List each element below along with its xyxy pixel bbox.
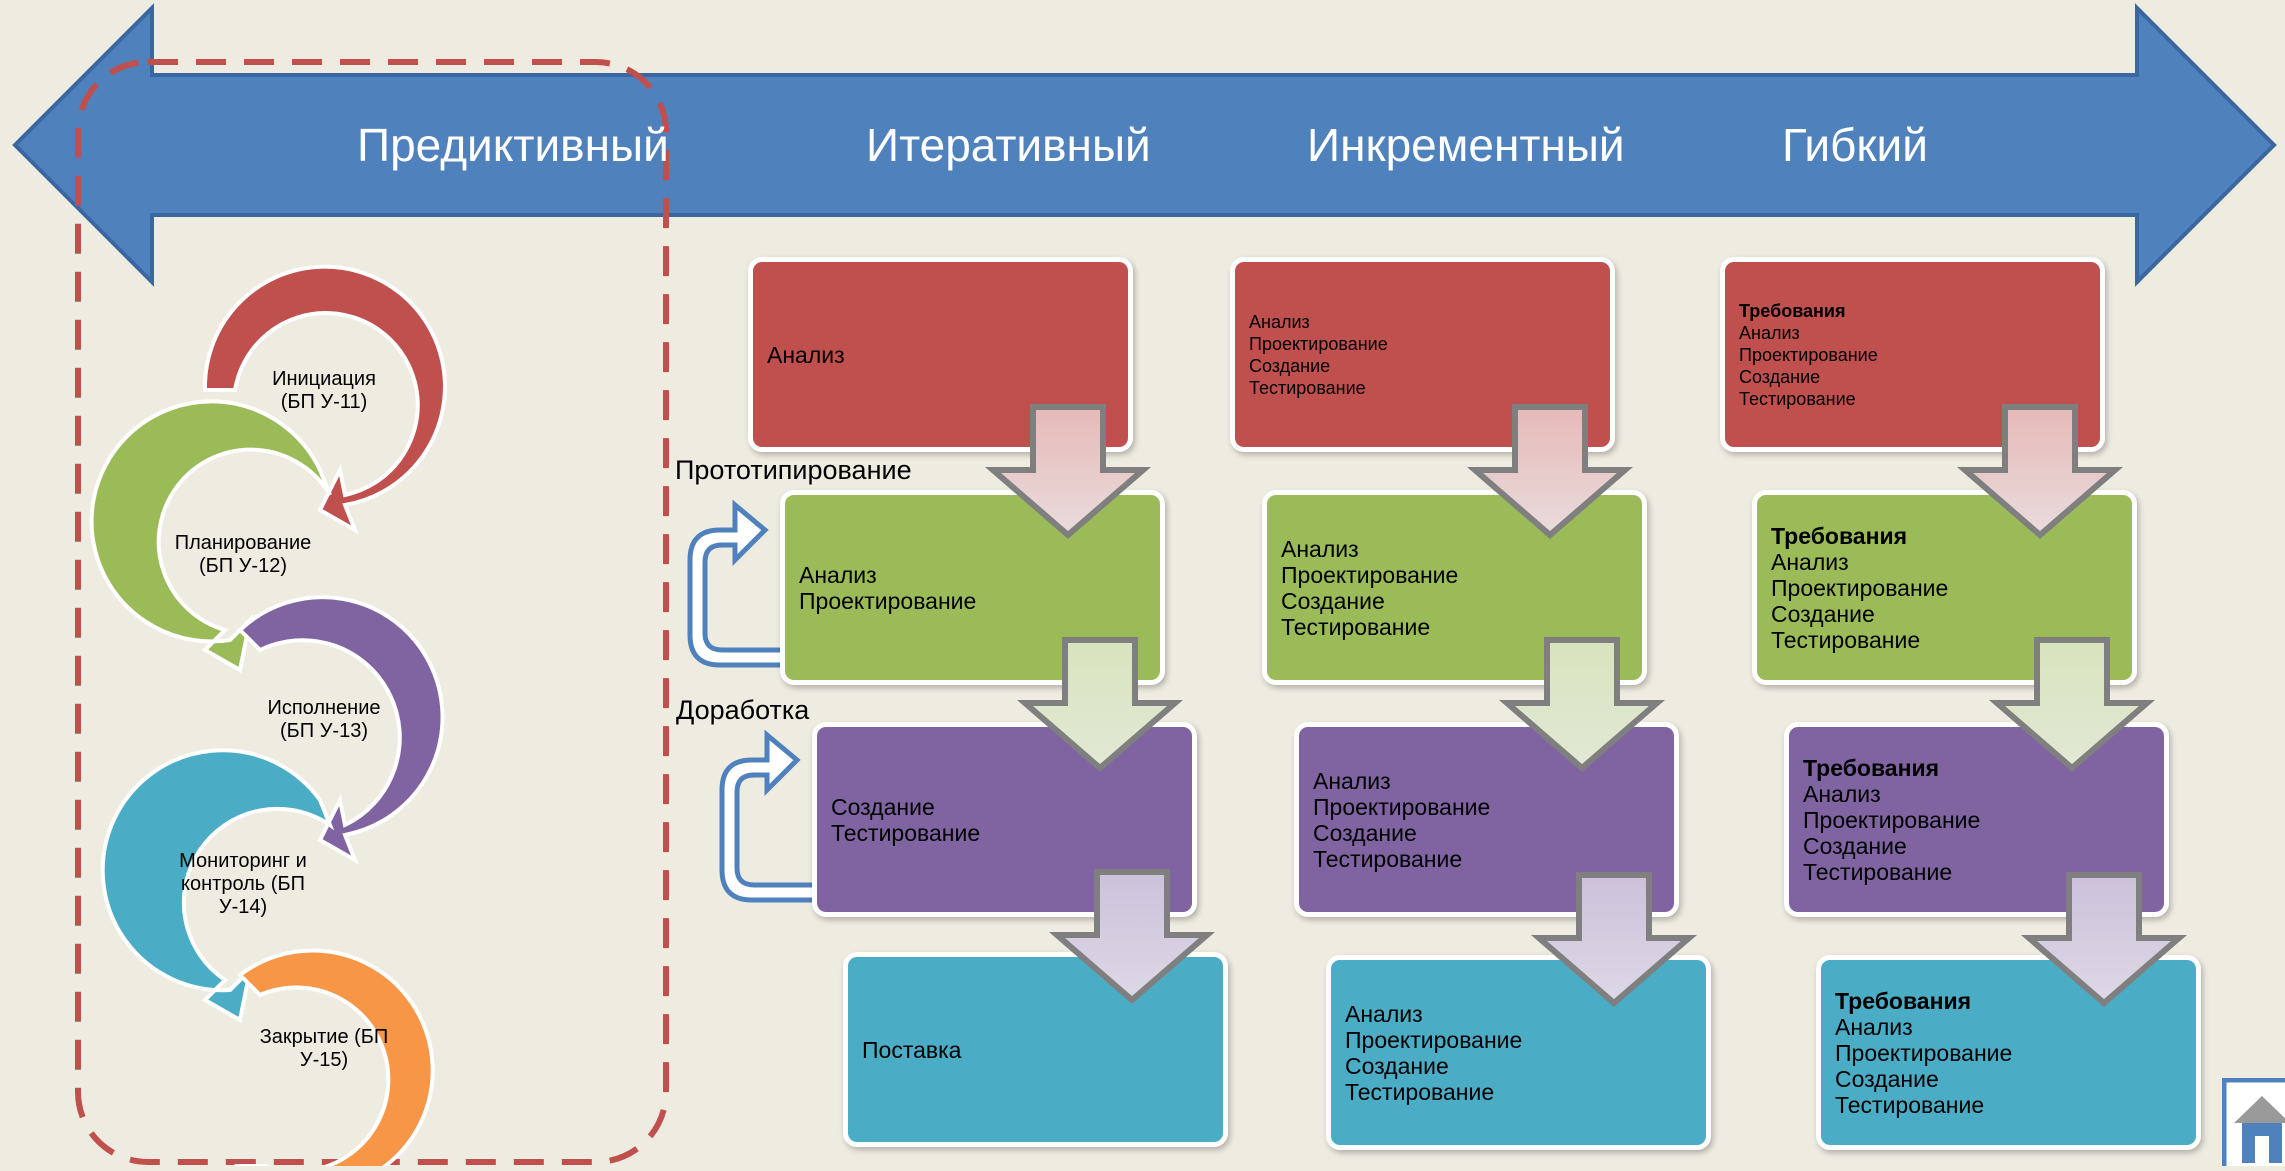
agile-1-build: Создание	[1739, 366, 1821, 387]
incremental-4-design: Проектирование	[1345, 1026, 1523, 1053]
agile-4-test: Тестирование	[1835, 1091, 1985, 1118]
iterative-design-box: Анализ Проектирование	[780, 490, 1165, 685]
agile-2-analysis: Анализ	[1771, 548, 1849, 575]
incremental-1-analysis: Анализ	[1249, 311, 1310, 332]
agile-4-analysis: Анализ	[1835, 1013, 1913, 1040]
agile-1-requirements: Требования	[1739, 300, 1846, 321]
incremental-3-build: Создание	[1313, 819, 1417, 846]
agile-3-design: Проектирование	[1803, 806, 1981, 833]
cycle-closing-label: Закрытие (БП У-15)	[259, 1026, 389, 1071]
iterative-build-line-2: Тестирование	[831, 819, 981, 846]
cycle-arcs	[89, 264, 447, 1166]
iterative-analysis-box: Анализ	[748, 257, 1133, 452]
label-incremental: Инкрементный	[1307, 119, 1625, 171]
incremental-2-build: Создание	[1281, 587, 1385, 614]
incremental-1-build: Создание	[1249, 355, 1331, 376]
rework-loop-arrow	[719, 729, 823, 903]
incremental-1-design: Проектирование	[1249, 333, 1388, 354]
home-button[interactable]	[2221, 1077, 2285, 1171]
agile-1-analysis: Анализ	[1739, 322, 1800, 343]
agile-3-analysis: Анализ	[1803, 780, 1881, 807]
agile-box-3: Требования Анализ Проектирование Создани…	[1784, 722, 2169, 917]
agile-2-design: Проектирование	[1771, 574, 1949, 601]
iterative-design-line-1: Анализ	[799, 561, 877, 588]
incremental-1-test: Тестирование	[1249, 377, 1366, 398]
arc-initiation	[202, 264, 447, 535]
incremental-2-analysis: Анализ	[1281, 535, 1359, 562]
prototyping-loop-arrow	[687, 499, 793, 668]
incremental-3-test: Тестирование	[1313, 845, 1463, 872]
cycle-monitoring-label: Мониторинг и контроль (БП У-14)	[179, 850, 307, 918]
cycle-initiation-label: Инициация (БП У-11)	[272, 368, 376, 413]
iterative-build-line-1: Создание	[831, 793, 935, 820]
agile-1-test: Тестирование	[1739, 388, 1856, 409]
arc-planning	[89, 399, 332, 674]
agile-3-build: Создание	[1803, 832, 1907, 859]
iterative-build-box: Создание Тестирование	[812, 722, 1197, 917]
rework-label: Доработка	[676, 695, 810, 725]
incremental-2-design: Проектирование	[1281, 561, 1459, 588]
agile-2-test: Тестирование	[1771, 626, 1921, 653]
incremental-box-1: Анализ Проектирование Создание Тестирова…	[1230, 257, 1615, 452]
incremental-4-analysis: Анализ	[1345, 1000, 1423, 1027]
incremental-box-4: Анализ Проектирование Создание Тестирова…	[1326, 955, 1711, 1150]
incremental-box-2: Анализ Проектирование Создание Тестирова…	[1262, 490, 1647, 685]
label-iterative: Итеративный	[866, 119, 1151, 171]
arc-monitoring	[100, 748, 335, 1024]
agile-4-requirements: Требования	[1835, 987, 1972, 1014]
agile-1-design: Проектирование	[1739, 344, 1878, 365]
arc-execution	[237, 595, 445, 865]
label-predictive: Предиктивный	[357, 119, 669, 171]
agile-box-4: Требования Анализ Проектирование Создани…	[1816, 955, 2201, 1150]
incremental-4-test: Тестирование	[1345, 1078, 1495, 1105]
cycle-planning-label: Планирование (БП У-12)	[174, 532, 312, 577]
incremental-3-design: Проектирование	[1313, 793, 1491, 820]
agile-box-2: Требования Анализ Проектирование Создани…	[1752, 490, 2137, 685]
incremental-3-analysis: Анализ	[1313, 767, 1391, 794]
arc-closing	[234, 948, 435, 1166]
agile-2-requirements: Требования	[1771, 522, 1908, 549]
incremental-2-test: Тестирование	[1281, 613, 1431, 640]
iterative-design-line-2: Проектирование	[799, 587, 977, 614]
agile-box-1: Требования Анализ Проектирование Создани…	[1720, 257, 2105, 452]
agile-4-build: Создание	[1835, 1065, 1939, 1092]
incremental-box-3: Анализ Проектирование Создание Тестирова…	[1294, 722, 1679, 917]
home-icon	[2221, 1077, 2285, 1171]
iterative-delivery-box: Поставка	[843, 952, 1228, 1147]
iterative-analysis-text: Анализ	[767, 341, 845, 368]
cycle-execution-label: Исполнение (БП У-13)	[267, 697, 381, 742]
agile-2-build: Создание	[1771, 600, 1875, 627]
prototyping-label: Прототипирование	[675, 455, 912, 485]
incremental-4-build: Создание	[1345, 1052, 1449, 1079]
agile-4-design: Проектирование	[1835, 1039, 2013, 1066]
double-arrow	[12, 3, 2277, 287]
iterative-delivery-text: Поставка	[862, 1036, 962, 1063]
label-agile: Гибкий	[1782, 119, 1928, 171]
agile-3-test: Тестирование	[1803, 858, 1953, 885]
agile-3-requirements: Требования	[1803, 754, 1940, 781]
